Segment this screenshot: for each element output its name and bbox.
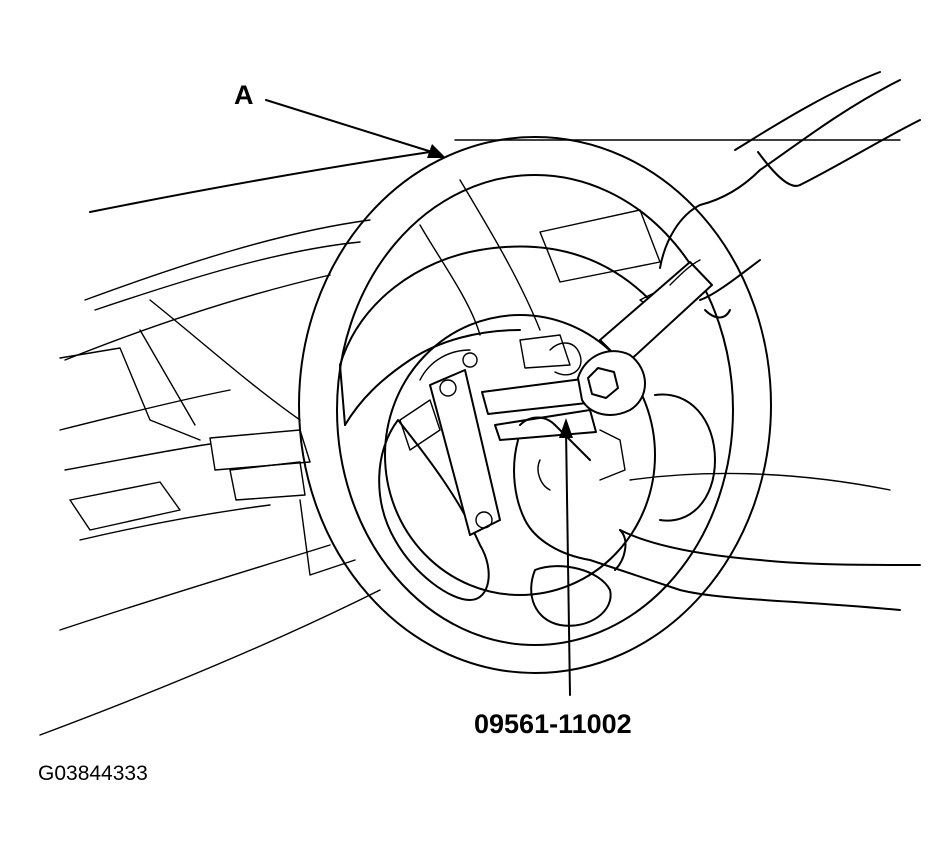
dashboard-outline bbox=[39, 139, 901, 736]
steering-wheel-rim bbox=[298, 136, 772, 674]
left-hand bbox=[513, 416, 921, 611]
right-hand bbox=[659, 71, 921, 319]
leader-line-tool bbox=[559, 418, 573, 696]
arrowhead-tool-icon bbox=[559, 418, 573, 438]
leader-line-a bbox=[265, 99, 446, 158]
callout-label-a: A bbox=[234, 80, 254, 110]
figure-id-label: G03844333 bbox=[38, 762, 148, 785]
tool-number-label: 09561-11002 bbox=[474, 709, 632, 739]
steering-wheel-hub bbox=[339, 179, 716, 627]
arrowhead-a-icon bbox=[427, 144, 446, 158]
wrench bbox=[577, 261, 713, 416]
hub-bracket bbox=[399, 369, 501, 536]
